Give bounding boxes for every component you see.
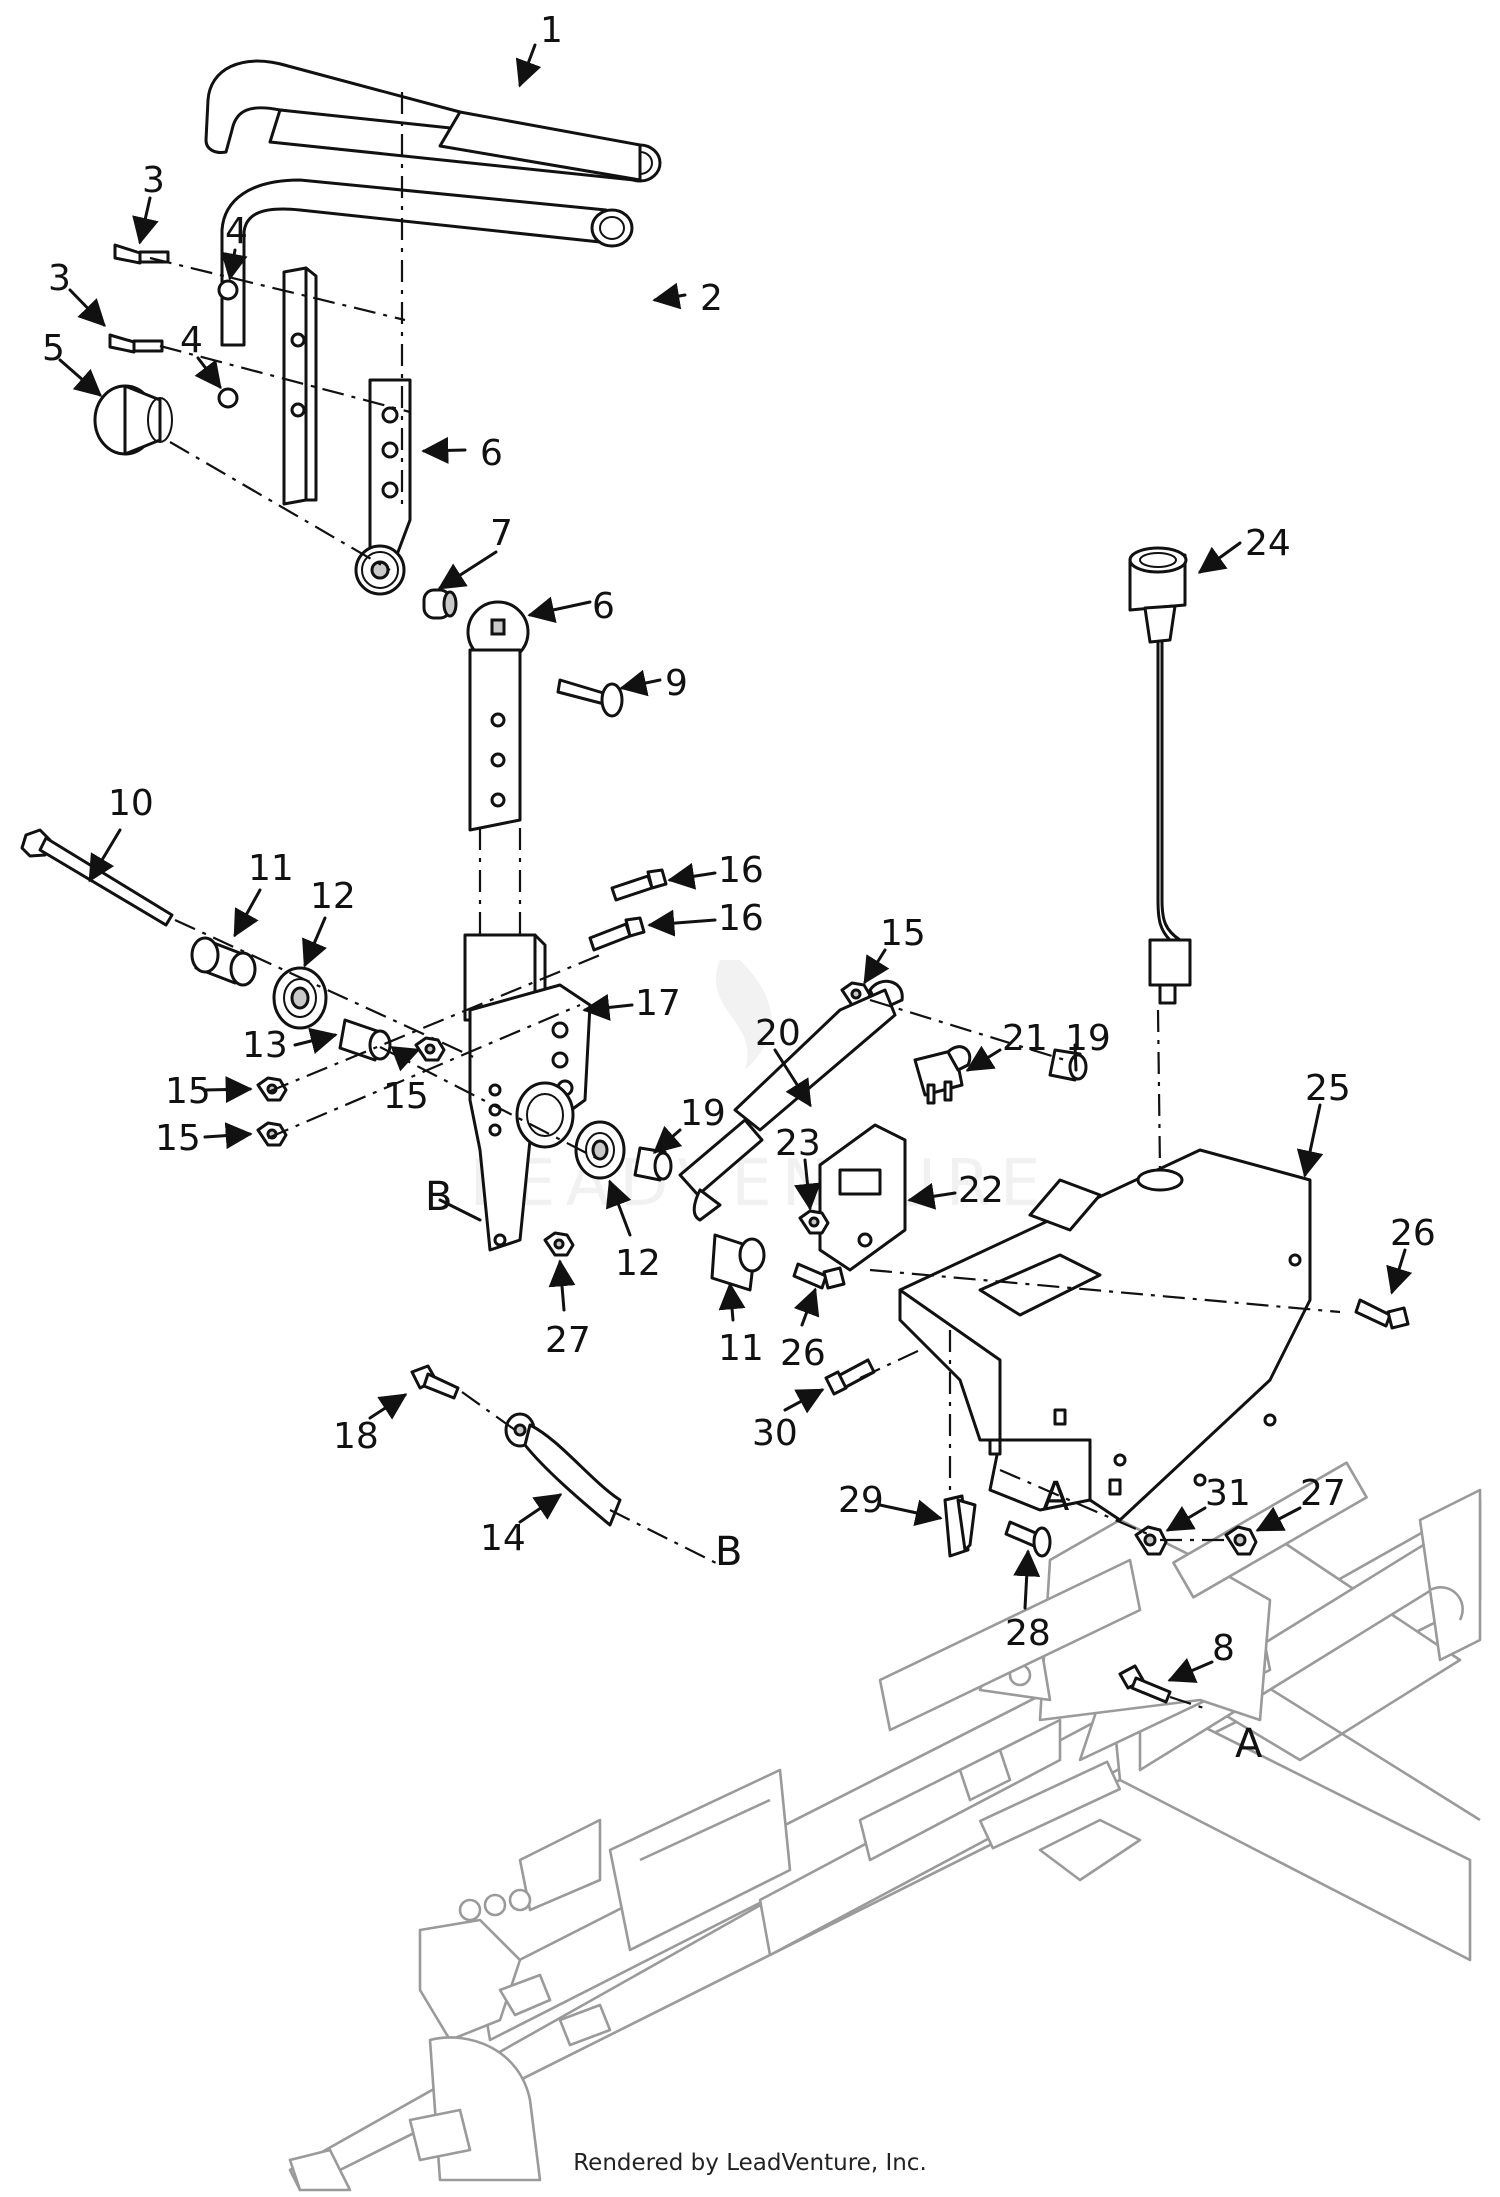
callout-27-left: 27	[545, 1320, 591, 1361]
spacer-19-b	[1048, 1048, 1088, 1082]
safety-switch	[913, 1045, 972, 1105]
spacer-13	[338, 1018, 392, 1062]
ref-b-lower: B	[715, 1529, 742, 1575]
bearing-12-lower	[515, 1081, 626, 1180]
bolt-30	[824, 1358, 876, 1396]
render-credit: Rendered by LeadVenture, Inc.	[573, 2150, 927, 2176]
callout-28: 28	[1005, 1613, 1051, 1654]
callout-14: 14	[480, 1518, 526, 1559]
callout-5: 5	[42, 328, 65, 369]
control-handle-lower	[220, 178, 634, 347]
callout-26-right: 26	[1390, 1213, 1436, 1254]
frame-bolt-8	[1118, 1664, 1172, 1704]
nut-27-right	[1224, 1525, 1258, 1556]
callout-20: 20	[755, 1013, 801, 1054]
carriage-bolt-9	[556, 678, 624, 718]
control-handle-upper	[204, 59, 662, 183]
callout-8: 8	[1212, 1628, 1235, 1669]
nut-31	[1134, 1525, 1168, 1556]
pivot-knob	[93, 384, 173, 456]
callout-15-d: 15	[880, 913, 926, 954]
bushing-11-upper	[190, 936, 257, 987]
ref-a-upper: A	[1042, 1474, 1070, 1520]
ref-b-upper: B	[425, 1174, 452, 1220]
bolt-16-lower	[588, 916, 646, 952]
callout-12-lower: 12	[615, 1243, 661, 1284]
bolt-28	[1004, 1520, 1052, 1558]
watermark: LEADVENTURE	[470, 960, 1051, 1221]
callout-1: 1	[540, 10, 563, 51]
bolt-3-upper	[113, 243, 170, 265]
ref-a-lower: A	[1235, 1721, 1263, 1767]
bolt-3-lower	[108, 333, 164, 354]
callout-2: 2	[700, 278, 723, 319]
callout-3-upper: 3	[142, 160, 165, 201]
callout-22: 22	[958, 1170, 1004, 1211]
callout-15-c: 15	[383, 1076, 429, 1117]
nut-23	[798, 1209, 830, 1235]
callout-19-b: 19	[1065, 1018, 1111, 1059]
washer-4-upper	[217, 279, 239, 301]
callout-24: 24	[1245, 523, 1291, 564]
callout-27-right: 27	[1300, 1473, 1346, 1514]
bearing-12-upper	[272, 966, 328, 1030]
bolt-26-right	[1354, 1298, 1410, 1330]
callout-4-upper: 4	[225, 211, 248, 252]
bolt-18	[410, 1364, 460, 1400]
callout-9: 9	[665, 663, 688, 704]
callout-26-left: 26	[780, 1333, 826, 1374]
spacer-19-a	[633, 1146, 673, 1182]
callout-6-lower: 6	[592, 586, 615, 627]
bushing-11-lower	[710, 1233, 766, 1292]
bolt-16-upper	[610, 868, 668, 902]
cable-end	[504, 1412, 622, 1527]
nut-15-b	[256, 1121, 288, 1147]
callout-6-upper: 6	[480, 433, 503, 474]
leader-arrows	[58, 43, 1413, 1683]
washer-4-lower	[217, 387, 239, 409]
callout-30: 30	[752, 1413, 798, 1454]
bolt-26-left	[792, 1262, 846, 1290]
callout-15-b: 15	[155, 1118, 201, 1159]
nut-15-a	[256, 1076, 288, 1102]
callout-11-upper: 11	[248, 848, 294, 889]
callout-23: 23	[775, 1123, 821, 1164]
spacer-7	[422, 588, 458, 620]
callout-16-upper: 16	[718, 850, 764, 891]
callout-18: 18	[333, 1416, 379, 1457]
svg-text:LEADVENTURE: LEADVENTURE	[470, 1147, 1051, 1221]
control-arm-lower	[466, 600, 530, 832]
alignment-lines	[149, 92, 1341, 1712]
control-arm-upper	[354, 378, 412, 596]
handle-bracket	[282, 266, 318, 506]
callout-12-upper: 12	[310, 876, 356, 917]
switch-bracket	[818, 1123, 907, 1272]
callout-21: 21	[1002, 1018, 1048, 1059]
long-bolt-10	[20, 828, 174, 927]
callout-16-lower: 16	[718, 898, 764, 939]
callout-3-lower: 3	[48, 258, 71, 299]
callout-13: 13	[242, 1025, 288, 1066]
callout-7: 7	[490, 513, 513, 554]
nut-15-c	[414, 1036, 446, 1062]
callout-labels: 1 2 3 3 4 4 5 6 7 6 9 10 11 12 16 16 17 …	[42, 10, 1436, 1669]
callout-11-lower: 11	[718, 1328, 764, 1369]
callout-25: 25	[1305, 1068, 1351, 1109]
mower-frame	[288, 1461, 1482, 2192]
callout-19-a: 19	[680, 1093, 726, 1134]
callout-4-lower: 4	[180, 320, 203, 361]
reference-letters: B B A A	[425, 1174, 1263, 1767]
callout-17: 17	[635, 983, 681, 1024]
ignition-switch	[1128, 546, 1192, 1005]
wire-clip	[943, 1494, 977, 1558]
callout-31: 31	[1205, 1473, 1251, 1514]
mount-bracket	[898, 1148, 1312, 1522]
callout-29: 29	[838, 1480, 884, 1521]
nut-27-left	[543, 1231, 575, 1257]
callout-10: 10	[108, 783, 154, 824]
callout-15-a: 15	[165, 1071, 211, 1112]
